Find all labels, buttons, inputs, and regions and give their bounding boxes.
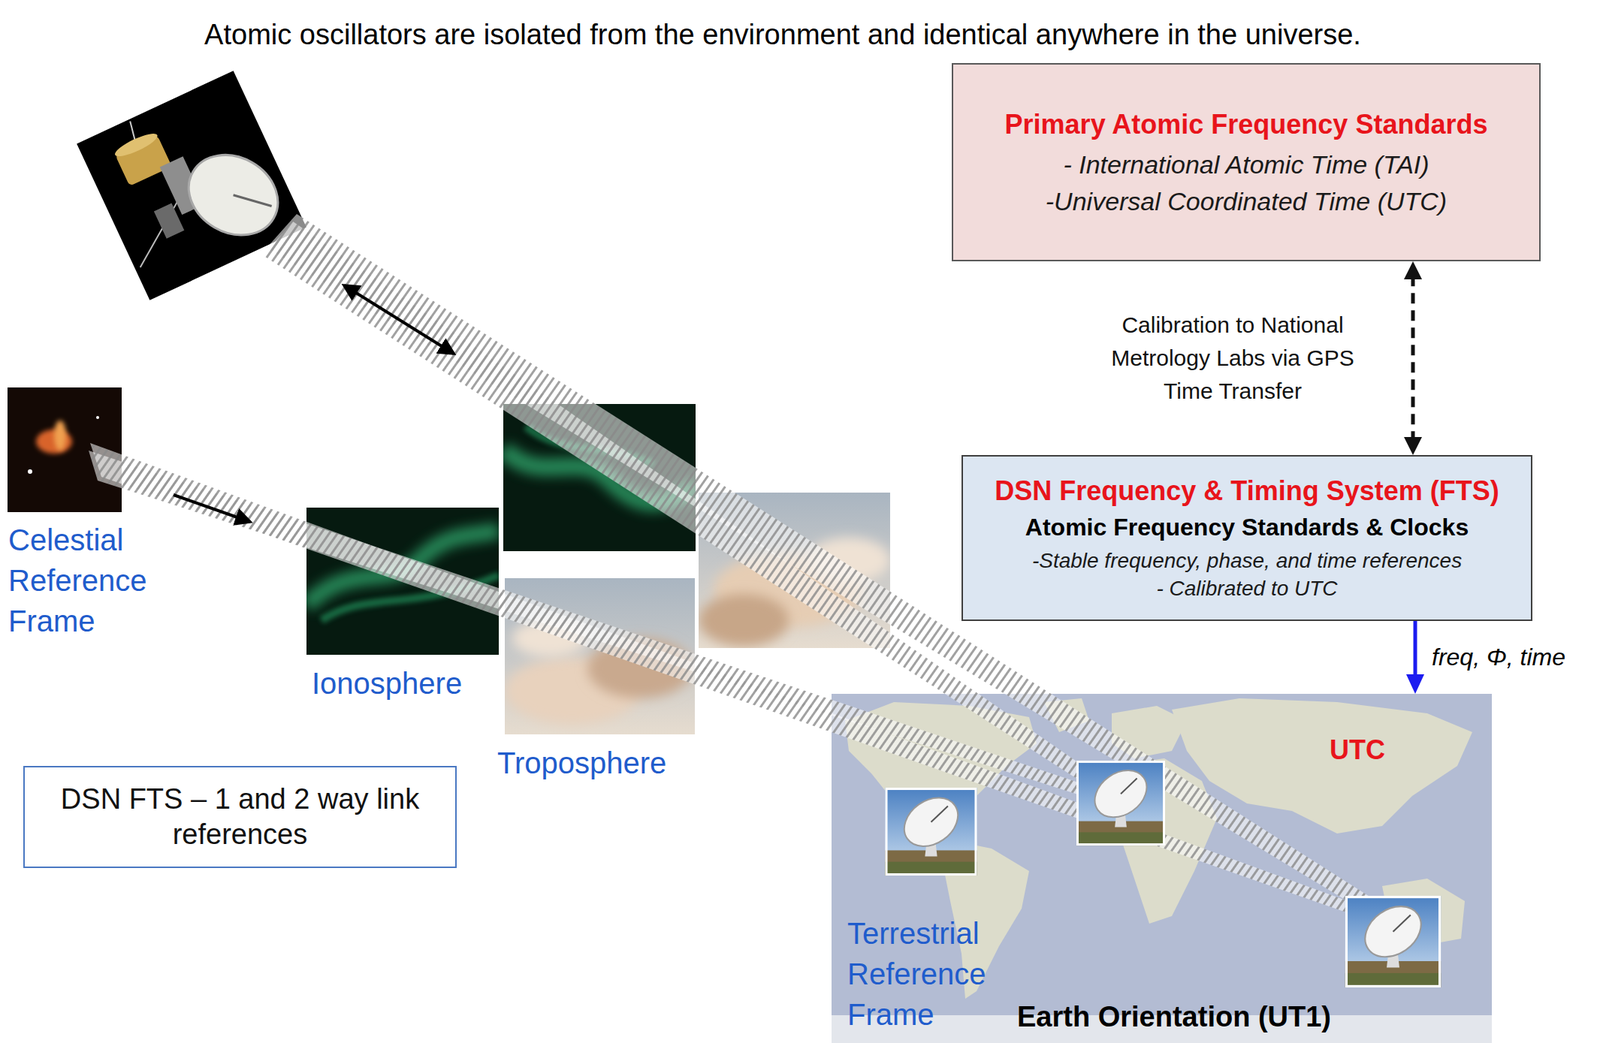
standards-box: Primary Atomic Frequency Standards - Inte… [951, 63, 1541, 262]
arrowhead [1403, 437, 1422, 456]
arrowhead [1406, 674, 1425, 695]
link-reference-box: DSN FTS – 1 and 2 way link references [23, 766, 457, 869]
reference-feed [1406, 621, 1425, 695]
frame-label: Celestial Reference Frame [8, 519, 189, 642]
time-scale-label: UTC [1329, 733, 1386, 767]
orientation-label: Earth Orientation (UT1) [1017, 1000, 1332, 1036]
box-text: - International Atomic Time (TAI) [1062, 149, 1429, 181]
box-subheading: Atomic Frequency Standards & Clocks [1025, 513, 1469, 542]
box-text: DSN FTS – 1 and 2 way link references [39, 781, 441, 854]
antenna-icon [1076, 760, 1166, 846]
edge-label: Calibration to National Metrology Labs v… [1104, 308, 1361, 408]
box-heading: DSN Frequency & Timing System (FTS) [994, 474, 1499, 508]
antenna-icon [884, 787, 977, 876]
connector-line [1411, 275, 1416, 441]
page-title: Atomic oscillators are isolated from the… [0, 18, 1566, 53]
arrowhead [1403, 261, 1422, 280]
world-map-region: Terrestrial Reference FrameEarth Orienta… [831, 694, 1492, 1043]
signal-arrow [173, 495, 251, 523]
antenna-icon [1345, 896, 1441, 988]
edge-label: freq, Φ, time [1431, 643, 1566, 672]
box-text: -Stable frequency, phase, and time refer… [1032, 548, 1462, 574]
box-heading: Primary Atomic Frequency Standards [1005, 108, 1489, 141]
box-text: - Calibrated to UTC [1156, 576, 1338, 602]
layer-label: Troposphere [497, 745, 667, 782]
two-way-arrow [344, 285, 454, 354]
timing-system-box: DSN Frequency & Timing System (FTS) Atomi… [961, 455, 1533, 622]
connector-line [1413, 621, 1418, 679]
box-text: -Universal Coordinated Time (UTC) [1045, 186, 1447, 218]
frame-label: Terrestrial Reference Frame [847, 913, 1028, 1036]
calibration-link [1403, 261, 1422, 456]
spacecraft-image [76, 68, 311, 300]
layer-label: Ionosphere [311, 665, 462, 702]
